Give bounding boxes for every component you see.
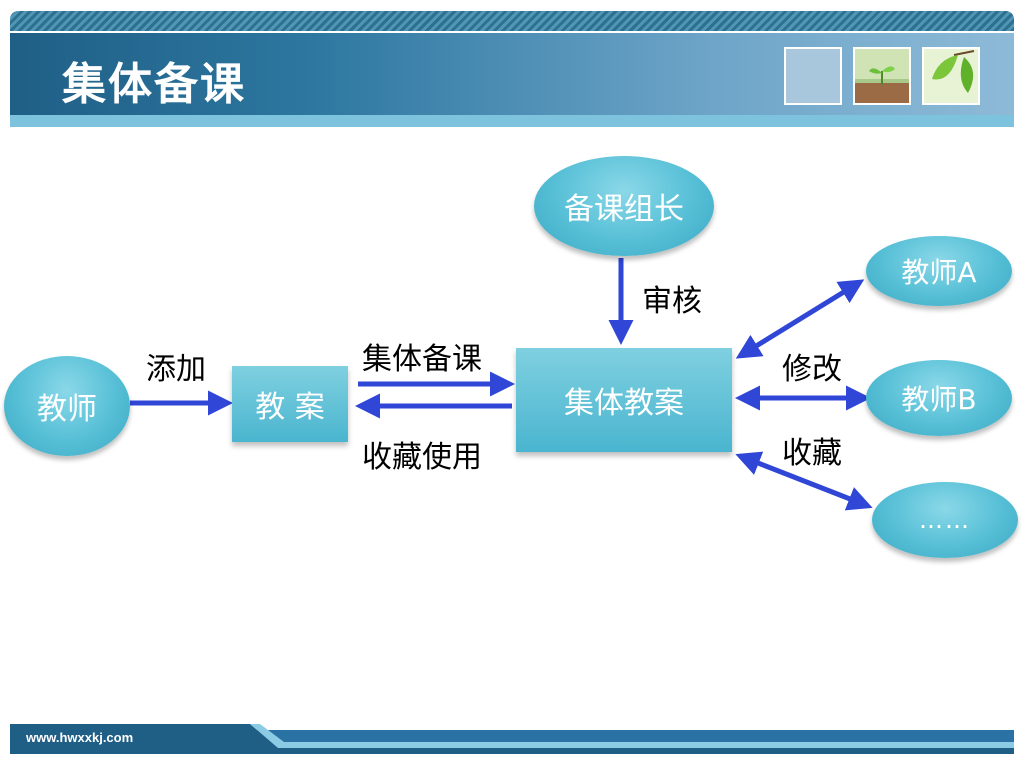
node-teacher: 教师 xyxy=(4,356,130,456)
header-stripe-decoration xyxy=(10,11,1014,31)
node-teacher-b: 教师B xyxy=(866,360,1012,436)
label-review: 审核 xyxy=(642,284,702,319)
node-teacher-a: 教师A xyxy=(866,236,1012,306)
footer-url: www.hwxxkj.com xyxy=(26,730,134,745)
label-collect-use: 收藏使用 xyxy=(362,440,482,475)
label-add: 添加 xyxy=(146,352,206,387)
node-more: …… xyxy=(872,482,1018,558)
label-modify: 修改 xyxy=(782,352,842,387)
label-collect: 收藏 xyxy=(782,436,842,471)
header-bottom-strip xyxy=(10,115,1014,127)
sprout-thumbnail xyxy=(853,47,911,105)
label-collective-prep: 集体备课 xyxy=(362,342,482,377)
node-lesson-plan: 教 案 xyxy=(232,366,348,442)
footer-band xyxy=(10,724,1014,754)
node-collective-plan: 集体教案 xyxy=(516,348,732,452)
arrow-collective-more xyxy=(735,451,873,511)
blank-thumbnail xyxy=(784,47,842,105)
arrow-collective-teacher-a xyxy=(735,279,865,359)
node-group-leader: 备课组长 xyxy=(534,156,714,256)
header-band xyxy=(10,33,1014,115)
leaves-thumbnail xyxy=(922,47,980,105)
slide-title: 集体备课 xyxy=(62,59,246,110)
